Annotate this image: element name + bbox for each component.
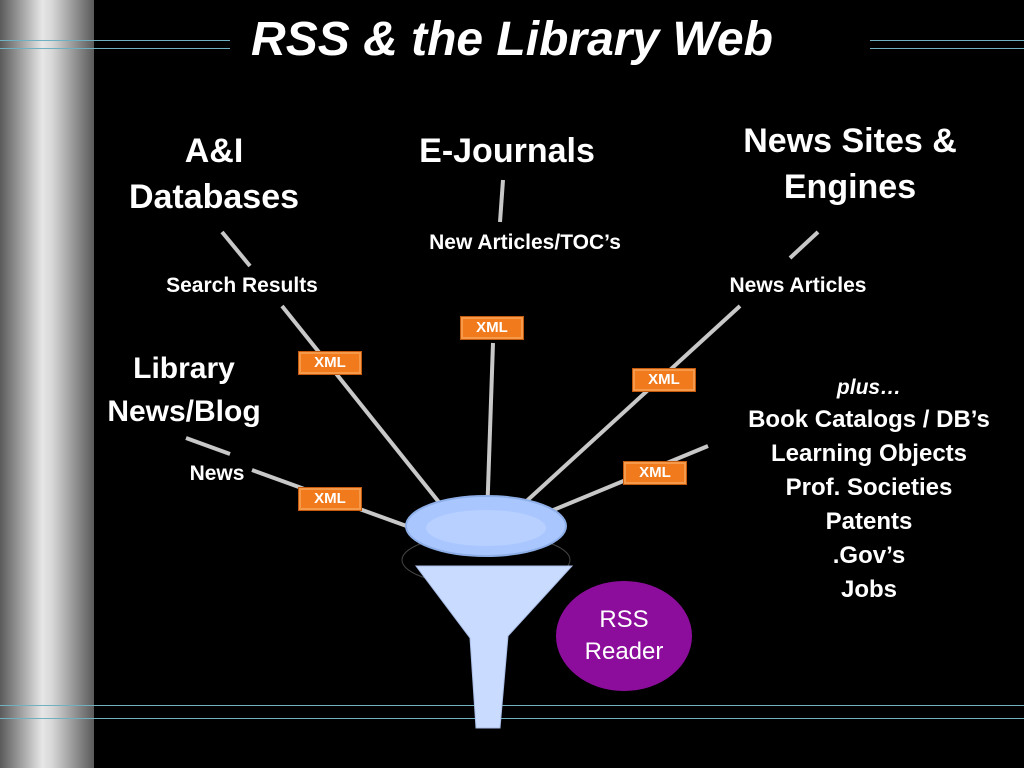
feed-label-search-results: Search Results xyxy=(166,274,318,297)
source-news-line2: Engines xyxy=(783,168,917,206)
title-rule-left-top xyxy=(0,40,230,41)
title-rule-right-top xyxy=(870,40,1024,41)
source-library-line1: Library xyxy=(133,352,235,385)
rss-reader-line1: RSS xyxy=(599,606,649,633)
ej-feed-line xyxy=(482,342,495,520)
source-ai-databases: A&I Databases xyxy=(104,128,324,220)
source-library-news: Library News/Blog xyxy=(94,347,274,433)
lib-line-top xyxy=(185,436,231,456)
feed-label-news-articles: News Articles xyxy=(729,274,867,297)
rss-reader-line2: Reader xyxy=(584,638,664,665)
bottom-rule-bottom xyxy=(0,718,1024,719)
plus-feed-line xyxy=(532,444,709,520)
source-ejournals: E-Journals xyxy=(419,132,595,170)
funnel-body xyxy=(415,565,574,729)
left-gradient-bar xyxy=(0,0,94,768)
feed-label-news: News xyxy=(189,462,245,485)
source-ai-line2: Databases xyxy=(128,178,300,216)
plus-item: Jobs xyxy=(840,576,897,603)
news-feed-line xyxy=(506,304,742,520)
ej-line-top xyxy=(498,179,505,223)
ai-feed-line xyxy=(280,304,460,528)
plus-item: Book Catalogs / DB’s xyxy=(748,406,990,433)
source-library-line2: News/Blog xyxy=(107,395,261,428)
funnel xyxy=(401,495,574,729)
source-ai-line1: A&I xyxy=(184,132,244,170)
plus-item: Prof. Societies xyxy=(785,474,953,501)
xml-badge-library-news: XML xyxy=(298,487,362,511)
xml-badge-ejournals: XML xyxy=(460,316,524,340)
plus-heading: plus… xyxy=(836,376,902,399)
ai-line-top xyxy=(220,230,252,268)
feed-label-new-articles: New Articles/TOC’s xyxy=(429,231,621,254)
slide-title: RSS & the Library Web xyxy=(251,13,773,66)
plus-list: plus… Book Catalogs / DB’s Learning Obje… xyxy=(716,373,1022,607)
plus-item: Patents xyxy=(825,508,913,535)
news-line-top xyxy=(788,230,820,260)
rss-reader-badge: RSS Reader xyxy=(556,581,692,691)
plus-item: .Gov’s xyxy=(832,542,906,569)
source-news-sites: News Sites & Engines xyxy=(700,118,1000,210)
xml-badge-ai-databases: XML xyxy=(298,351,362,375)
xml-badge-plus: XML xyxy=(623,461,687,485)
bottom-rule-top xyxy=(0,705,1024,706)
plus-item: Learning Objects xyxy=(770,440,968,467)
title-rule-left-bottom xyxy=(0,48,230,49)
xml-badge-news-sites: XML xyxy=(632,368,696,392)
source-news-line1: News Sites & xyxy=(743,122,957,160)
title-rule-right-bottom xyxy=(870,48,1024,49)
